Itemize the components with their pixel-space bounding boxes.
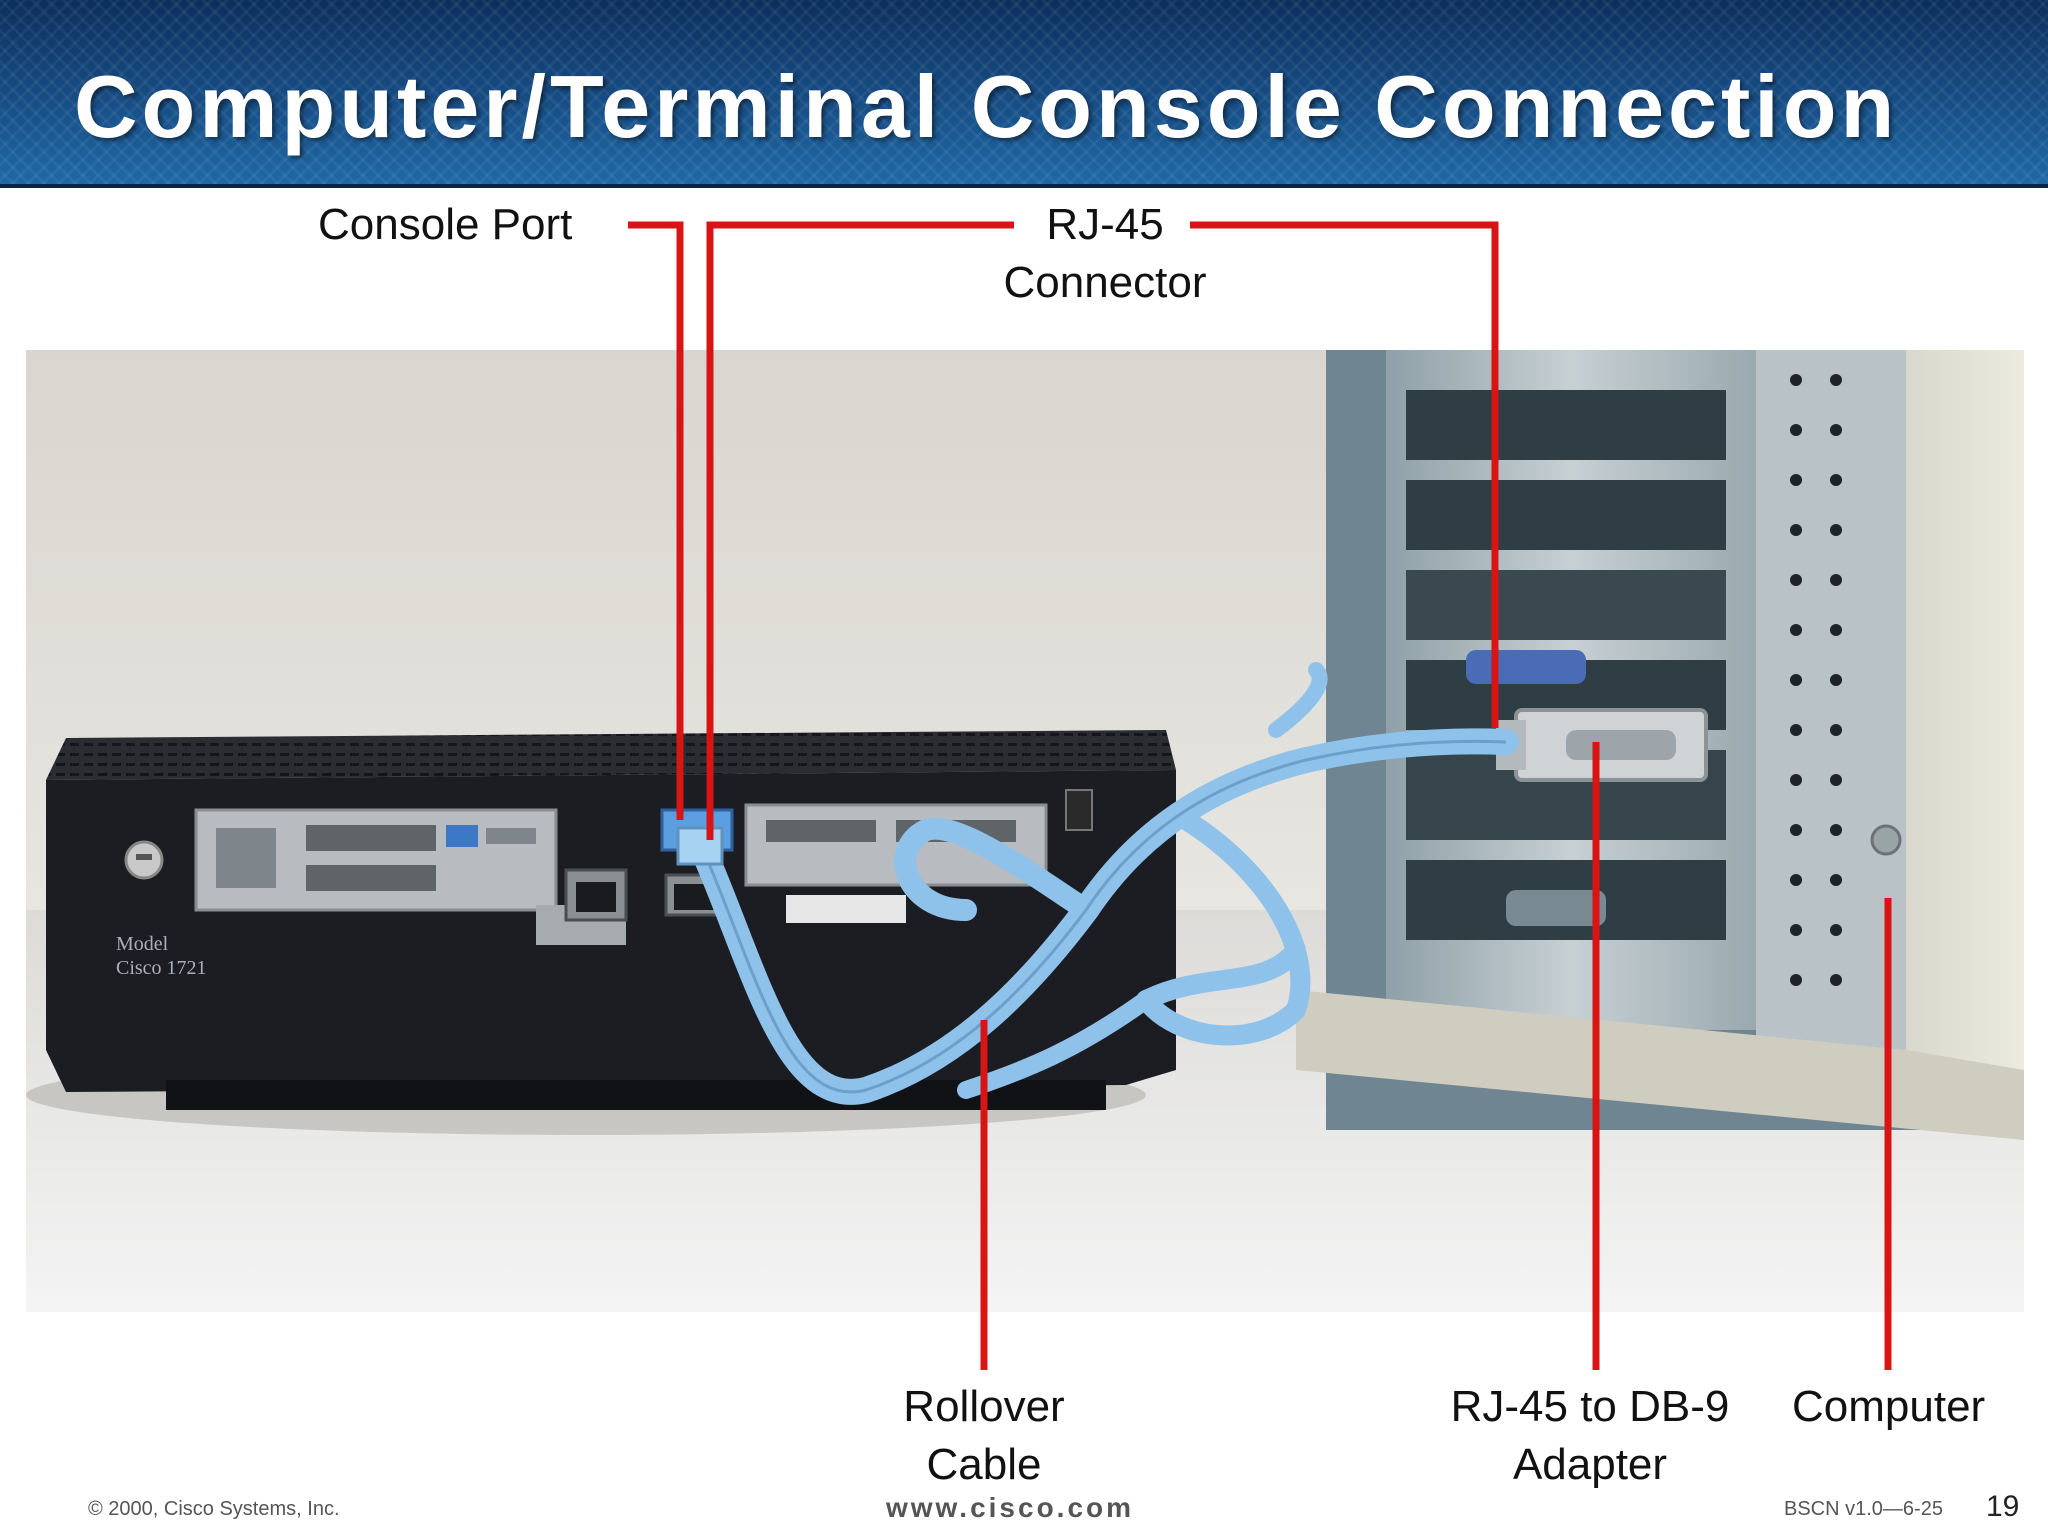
footer-website[interactable]: www.cisco.com: [886, 1492, 1135, 1523]
title-bar: Computer/Terminal Console Connection: [0, 0, 2048, 188]
console-port-leader: [628, 221, 684, 820]
rollover-cable-line1: Rollover: [903, 1382, 1065, 1431]
adapter-label: RJ-45 to DB-9 Adapter: [1410, 1378, 1770, 1494]
rj45-plug: [676, 826, 724, 866]
slide-title: Computer/Terminal Console Connection: [74, 57, 1899, 156]
router-model-number: Cisco 1721: [116, 957, 207, 979]
page-number: 19: [1986, 1490, 2020, 1523]
rollover-cable-line2: Cable: [926, 1440, 1042, 1489]
adapter-line2: Adapter: [1512, 1440, 1668, 1489]
rj45-connector-line2: Connector: [1003, 258, 1207, 307]
router-model-label: Model: [116, 933, 169, 955]
router-top: [46, 730, 1176, 780]
footer-copyright: © 2000, Cisco Systems, Inc.: [88, 1498, 340, 1520]
rj45-connector-line1: RJ-45: [1046, 200, 1164, 249]
side-panel: [1756, 350, 1906, 1050]
footer-course-code: BSCN v1.0—6-25: [1784, 1498, 1943, 1520]
rj45-connector-leader: [706, 221, 1014, 840]
computer-label: Computer: [1792, 1382, 1986, 1431]
console-port-label: Console Port: [318, 200, 573, 249]
rollover-cable-label: Rollover Cable: [864, 1378, 1104, 1494]
rj45-connector-label: RJ-45 Connector: [960, 196, 1250, 312]
equipment-photo: Model Cisco 1721: [26, 350, 2024, 1312]
adapter-line1: RJ-45 to DB-9: [1450, 1382, 1730, 1431]
router: Model Cisco 1721: [46, 730, 1176, 1110]
rj45-connector-leader-right: [1190, 221, 1499, 728]
